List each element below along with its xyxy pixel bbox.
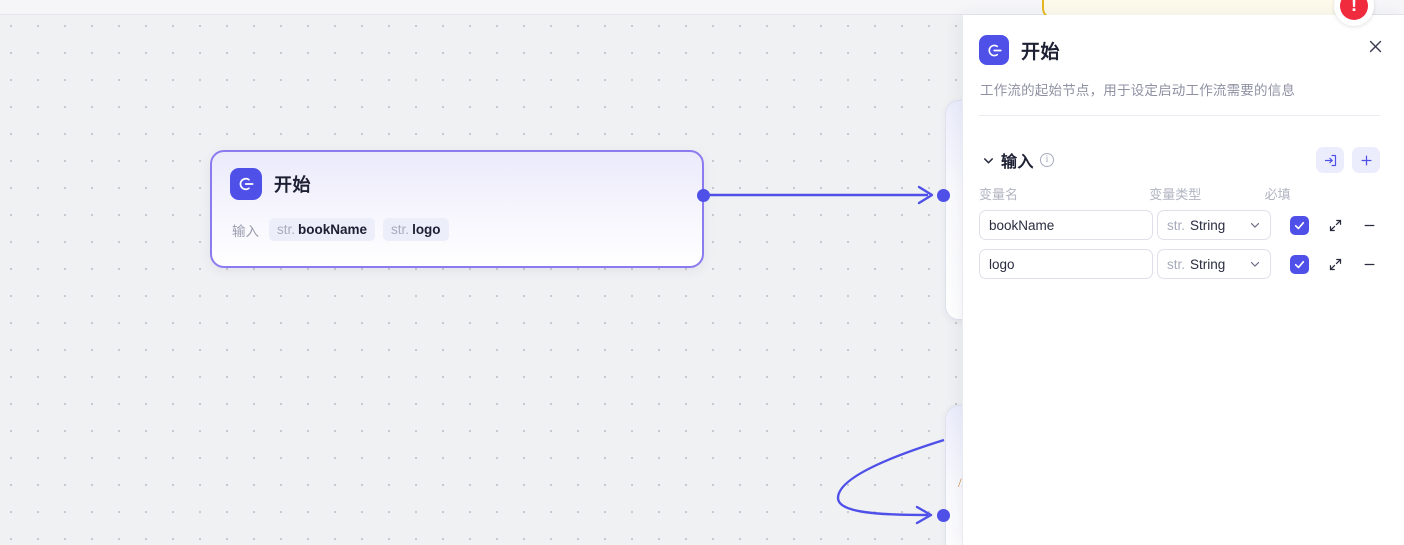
edge-loop-to-lower [836, 438, 945, 517]
minus-icon[interactable] [1359, 253, 1380, 275]
chevron-down-icon[interactable] [979, 151, 997, 169]
node-input-tag-name: bookName [298, 222, 368, 237]
node-input-tag: str.bookName [269, 218, 376, 241]
node-input-tag-type: str. [277, 222, 296, 237]
column-header-required: 必填 [1264, 187, 1291, 202]
node-input-label: 输入 [232, 223, 259, 239]
node-start-title: 开始 [274, 175, 311, 195]
panel-description: 工作流的起始节点，用于设定启动工作流需要的信息 [980, 83, 1296, 98]
panel-header: 开始 工作流的起始节点，用于设定启动工作流需要的信息 [963, 15, 1404, 130]
variable-type-select[interactable]: str. String [1157, 249, 1271, 279]
close-icon[interactable] [1362, 33, 1388, 59]
table-row: str. String [979, 210, 1380, 240]
node-start[interactable]: 开始 输入 str.bookName str.logo [210, 150, 704, 268]
import-variable-icon[interactable] [1316, 147, 1344, 173]
chevron-down-icon [1248, 218, 1262, 232]
info-icon[interactable]: i [1040, 153, 1055, 167]
port-start-output[interactable] [697, 189, 710, 202]
expand-icon[interactable] [1325, 253, 1346, 275]
variable-type-prefix: str. [1167, 217, 1186, 233]
table-row: str. String [979, 249, 1380, 279]
variables-table: 变量名 变量类型 必填 str. String [979, 184, 1380, 279]
input-section-title: 输入 [1001, 154, 1035, 171]
node-input-tag-name: logo [412, 222, 441, 237]
panel-divider [979, 115, 1380, 116]
start-node-icon [230, 168, 262, 200]
variables-table-header: 变量名 变量类型 必填 [979, 184, 1380, 210]
chevron-down-icon [1248, 257, 1262, 271]
input-section: 输入 i [963, 130, 1404, 279]
minus-icon[interactable] [1359, 214, 1380, 236]
node-input-tag: str.logo [383, 218, 449, 241]
variable-type-value: String [1190, 217, 1226, 233]
column-header-name: 变量名 [979, 187, 1019, 202]
column-header-type: 变量类型 [1149, 187, 1202, 202]
panel-title-row: 开始 [979, 35, 1380, 65]
node-start-header: 开始 [230, 168, 684, 200]
port-lower-input[interactable] [937, 509, 950, 522]
edge-arrowhead-upper [917, 185, 934, 205]
variable-type-prefix: str. [1167, 256, 1186, 272]
expand-icon[interactable] [1325, 214, 1346, 236]
node-detail-panel: 开始 工作流的起始节点，用于设定启动工作流需要的信息 输入 i [962, 15, 1404, 545]
plus-icon[interactable] [1352, 147, 1380, 173]
partial-node-marker: // [958, 475, 972, 495]
port-upper-input[interactable] [937, 189, 950, 202]
required-checkbox[interactable] [1289, 215, 1309, 235]
error-exclamation-icon: ! [1340, 0, 1368, 20]
input-section-actions [1316, 147, 1380, 173]
panel-title: 开始 [1021, 41, 1061, 63]
node-input-tag-type: str. [391, 222, 410, 237]
variable-name-input[interactable] [979, 249, 1153, 279]
variable-type-select[interactable]: str. String [1157, 210, 1271, 240]
input-section-header: 输入 i [979, 144, 1380, 176]
edge-arrowhead-lower [915, 505, 933, 525]
node-start-inputs: 输入 str.bookName str.logo [232, 218, 684, 241]
required-checkbox[interactable] [1289, 254, 1309, 274]
variable-type-value: String [1190, 256, 1226, 272]
variable-name-input[interactable] [979, 210, 1153, 240]
start-node-icon [979, 35, 1009, 65]
